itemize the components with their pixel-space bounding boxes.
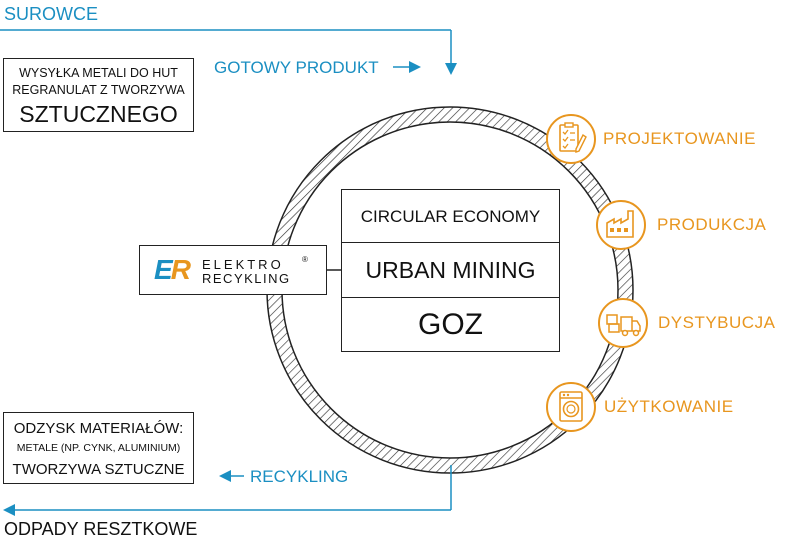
logo-line1: ELEKTRO <box>202 257 284 272</box>
residual-waste-label: ODPADY RESZTKOWE <box>4 519 198 539</box>
stage-design: PROJEKTOWANIE <box>545 113 775 165</box>
stage-usage: UŻYTKOWANIE <box>545 381 745 433</box>
material-recovery-box: ODZYSK MATERIAŁÓW: METALE (NP. CYNK, ALU… <box>3 412 194 484</box>
factory-icon <box>596 200 646 250</box>
stage-distribution-label: DYSTYBUCJA <box>658 313 776 332</box>
logo-registered: ® <box>302 255 308 264</box>
logo-mark: ER <box>154 254 191 285</box>
stage-production-label: PRODUKCJA <box>657 215 767 234</box>
logo-line2: RECYKLING <box>202 271 291 286</box>
urban-mining-label: URBAN MINING <box>342 243 559 298</box>
shipping-line3: SZTUCZNEGO <box>19 101 178 127</box>
shipping-line2: REGRANULAT Z TWORZYWA <box>12 83 185 97</box>
finished-product-label: GOTOWY PRODUKT <box>214 58 379 77</box>
logo-mark-e: E <box>154 254 173 285</box>
center-concepts: CIRCULAR ECONOMY URBAN MINING GOZ <box>341 189 560 352</box>
recovery-line3: TWORZYWA SZTUCZNE <box>12 461 185 478</box>
recovery-line2: METALE (NP. CYNK, ALUMINIUM) <box>16 442 181 454</box>
shipping-line1: WYSYŁKA METALI DO HUT <box>19 66 178 80</box>
elektrorecykling-logo: ER ELEKTRO ® RECYKLING <box>139 245 327 295</box>
goz-label: GOZ <box>418 307 483 341</box>
recycling-label: RECYKLING <box>250 467 349 486</box>
logo-mark-r: R <box>170 254 191 285</box>
recovery-line1: ODZYSK MATERIAŁÓW: <box>13 420 184 437</box>
clipboard-pencil-icon <box>546 114 596 164</box>
stage-design-label: PROJEKTOWANIE <box>603 129 756 148</box>
stage-distribution: DYSTYBUCJA <box>597 297 783 349</box>
top-flow-line <box>0 29 457 75</box>
washing-machine-icon <box>546 382 596 432</box>
stage-usage-label: UŻYTKOWANIE <box>604 397 734 416</box>
delivery-truck-icon <box>598 298 648 348</box>
inputs-label: SUROWCE <box>4 4 98 24</box>
circular-economy-label: CIRCULAR ECONOMY <box>342 190 559 243</box>
bottom-flow-line <box>3 465 452 516</box>
shipping-box: WYSYŁKA METALI DO HUT REGRANULAT Z TWORZ… <box>3 58 194 132</box>
stage-production: PRODUKCJA <box>595 199 780 251</box>
